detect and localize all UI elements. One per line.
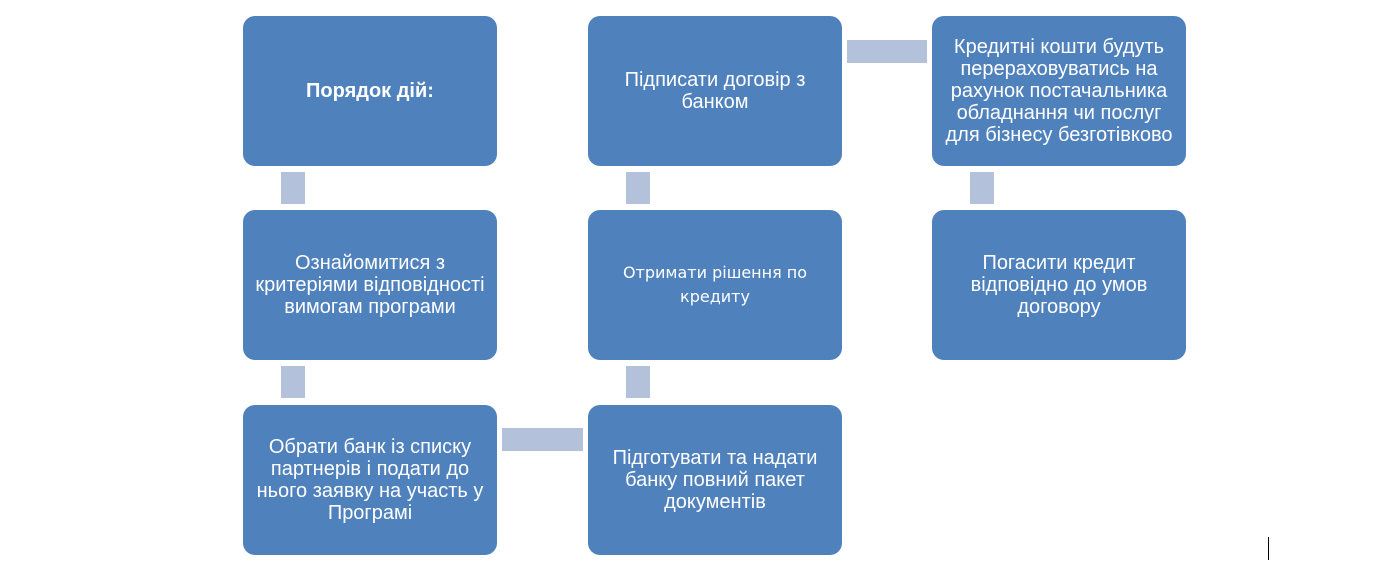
step-title-box: Порядок дій: (243, 16, 497, 166)
connector-6-to-7 (970, 172, 994, 204)
step-7-box: Погасити кредит відповідно до умов догов… (932, 210, 1186, 360)
text-cursor (1268, 537, 1269, 560)
step-4-box: Отримати рішення по кредиту (588, 210, 842, 360)
connector-title-to-1 (281, 172, 305, 204)
connector-4-to-5 (626, 172, 650, 204)
step-2-box: Обрати банк із списку партнерів і подати… (243, 405, 497, 555)
step-3-box: Підготувати та надати банку повний пакет… (588, 405, 842, 555)
connector-1-to-2 (281, 366, 305, 398)
connector-5-to-6 (847, 40, 927, 63)
connector-3-to-4 (626, 366, 650, 398)
connector-2-to-3 (502, 428, 583, 451)
step-1-box: Ознайомитися з критеріями відповідності … (243, 210, 497, 360)
step-6-box: Кредитні кошти будуть перераховуватись н… (932, 16, 1186, 166)
step-5-box: Підписати договір з банком (588, 16, 842, 166)
